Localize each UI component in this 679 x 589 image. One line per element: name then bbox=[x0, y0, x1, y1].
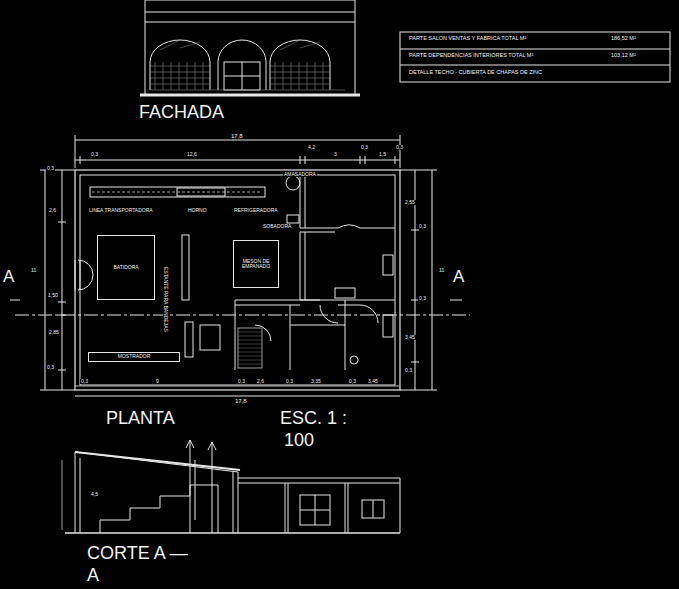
equipment-label: BATIDORA bbox=[113, 265, 138, 271]
dimension: 0,3 bbox=[360, 145, 369, 150]
view-title: FACHADA bbox=[138, 103, 225, 122]
dimension: 0,3 bbox=[348, 379, 357, 384]
view-title: CORTE A — bbox=[86, 544, 189, 563]
scale-note: 100 bbox=[283, 431, 315, 450]
equipment-box: BATIDORA bbox=[97, 235, 155, 300]
dimension: 0,3 bbox=[285, 379, 294, 384]
dimension: 0,3 bbox=[418, 224, 427, 229]
equipment-label: AMASADORA bbox=[283, 172, 317, 177]
dimension: 0,3 bbox=[404, 368, 413, 373]
dimension: 3 bbox=[333, 152, 338, 157]
view-title: PLANTA bbox=[105, 409, 176, 428]
scale-note: ESC. 1 : bbox=[279, 409, 348, 428]
dimension: 11 bbox=[30, 268, 37, 273]
dimension: 3,35 bbox=[310, 379, 322, 384]
dimension: 0,3 bbox=[80, 379, 89, 384]
table-cell: 186,52 M² bbox=[610, 36, 637, 42]
dimension: 0,3 bbox=[395, 145, 404, 150]
dimension: 1,50 bbox=[47, 293, 59, 298]
table-cell: PARTE SALON VENTAS Y FABRICA TOTAL M² bbox=[408, 36, 527, 42]
dimension: 9 bbox=[155, 379, 160, 384]
area-table bbox=[400, 32, 670, 82]
table-cell: PARTE DEPENDENCIAS INTERIORES TOTAL M² bbox=[408, 53, 534, 59]
equipment-label: HORNO bbox=[187, 208, 208, 213]
equipment-label: ESTANTE PARA BANDEJAS bbox=[163, 266, 168, 333]
dimension: 2,6 bbox=[256, 379, 265, 384]
dimension: 2,6 bbox=[48, 208, 57, 213]
dimension: 0,3 bbox=[46, 365, 55, 370]
dimension: 4,5 bbox=[90, 492, 99, 497]
dimension: 3,45 bbox=[367, 379, 379, 384]
dimension: 4,2 bbox=[307, 145, 316, 150]
counter-box: MOSTRADOR bbox=[88, 352, 180, 362]
section-marker: A bbox=[2, 268, 15, 286]
section-marker: A bbox=[452, 268, 465, 286]
dimension: 1,5 bbox=[378, 152, 387, 157]
dimension: 2,55 bbox=[404, 200, 416, 205]
table-cell: 103,12 M² bbox=[610, 53, 637, 59]
equipment-box: MESON DE EMPANADO bbox=[233, 240, 279, 288]
dimension: 2,85 bbox=[48, 330, 60, 335]
equipment-label: REFRIGERADORA bbox=[233, 208, 279, 213]
dimension: 12,6 bbox=[186, 152, 198, 157]
dimension: 11 bbox=[438, 268, 445, 273]
dimension: 0,3 bbox=[46, 166, 55, 171]
section-view bbox=[62, 440, 400, 533]
dimension: 17,8 bbox=[234, 398, 248, 404]
view-title: A bbox=[86, 566, 100, 585]
equipment-label: LINEA TRANSPORTADORA bbox=[88, 208, 154, 213]
dimension: 0,3 bbox=[237, 379, 246, 384]
facade bbox=[140, 0, 360, 95]
dimension: 3,45 bbox=[404, 335, 416, 340]
dimension: 0,3 bbox=[90, 152, 99, 157]
table-cell: DETALLE TECHO - CUBIERTA DE CHAPAS DE ZI… bbox=[408, 70, 543, 76]
dimension: 0,3 bbox=[418, 296, 427, 301]
equipment-label: MOSTRADOR bbox=[118, 354, 151, 360]
equipment-label: SOBADORA bbox=[262, 224, 292, 229]
equipment-label: MESON DE EMPANADO bbox=[234, 259, 278, 270]
dimension: 17,8 bbox=[230, 133, 244, 139]
floor-plan bbox=[10, 135, 470, 396]
